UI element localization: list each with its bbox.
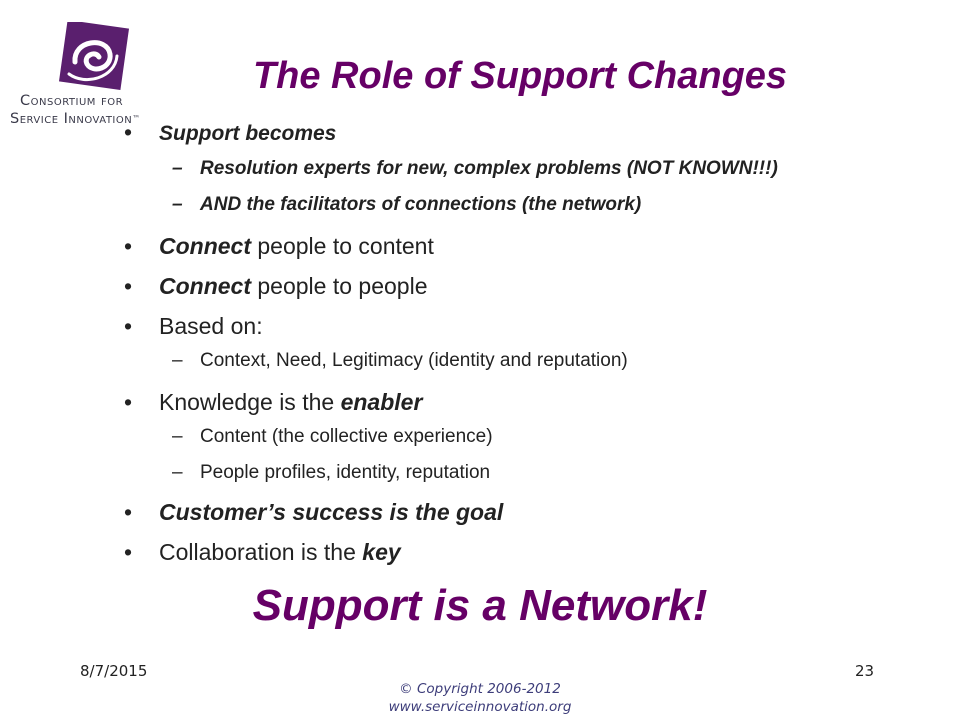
logo-line-2: Service Innovation	[10, 111, 133, 127]
logo-wordmark: Consortium for Service Innovation™	[10, 92, 180, 128]
bullet-emphasis: Connect	[159, 233, 251, 259]
bullet-item: • Knowledge is the enabler	[124, 388, 824, 416]
sub-bullet-text: Context, Need, Legitimacy (identity and …	[200, 350, 628, 371]
logo: Consortium for Service Innovation™	[10, 18, 170, 128]
bullet-text: Customer’s success is the goal	[159, 499, 504, 525]
slide-date: 8/7/2015	[80, 662, 148, 680]
bullet-item: • Connect people to content	[124, 232, 824, 260]
bullet-item: • Based on:	[124, 312, 824, 340]
website-url: www.serviceinnovation.org	[388, 699, 572, 715]
bullet-marker: •	[124, 273, 133, 299]
bullet-item: • Connect people to people	[124, 272, 824, 300]
sub-bullet-item: – Content (the collective experience)	[124, 424, 824, 450]
copyright-text: © Copyright 2006-2012	[399, 681, 561, 697]
bullet-marker: •	[124, 389, 133, 415]
bullet-text: Collaboration is the	[159, 539, 363, 565]
bullet-list: • Support becomes – Resolution experts f…	[124, 118, 824, 578]
bullet-marker: •	[124, 539, 133, 565]
sub-bullet-text: People profiles, identity, reputation	[200, 462, 491, 483]
sub-bullet-item: – AND the facilitators of connections (t…	[124, 192, 824, 218]
sub-bullet-item: – Resolution experts for new, complex pr…	[124, 156, 824, 182]
dash-marker: –	[172, 194, 183, 215]
bullet-emphasis: Connect	[159, 273, 251, 299]
bullet-item: • Collaboration is the key	[124, 538, 824, 566]
slide-title: The Role of Support Changes	[252, 55, 788, 97]
dash-marker: –	[172, 462, 183, 483]
dash-marker: –	[172, 426, 183, 447]
bullet-item: • Support becomes	[124, 118, 824, 148]
bullet-emphasis: key	[362, 539, 401, 565]
copyright-footer: © Copyright 2006-2012 www.serviceinnovat…	[330, 680, 630, 716]
bullet-text: people to people	[251, 273, 428, 299]
sub-bullet-item: – Context, Need, Legitimacy (identity an…	[124, 348, 824, 374]
dash-marker: –	[172, 158, 183, 179]
bullet-marker: •	[124, 119, 133, 145]
bullet-marker: •	[124, 233, 133, 259]
swirl-logo-icon	[58, 22, 129, 91]
sub-bullet-text: Content (the collective experience)	[200, 426, 493, 447]
bullet-item: • Customer’s success is the goal	[124, 498, 824, 526]
bullet-text: people to content	[251, 233, 434, 259]
bullet-text: Based on:	[159, 313, 263, 339]
sub-bullet-text: AND the facilitators of connections (the…	[200, 194, 642, 215]
sub-bullet-item: – People profiles, identity, reputation	[124, 460, 824, 486]
sub-bullet-text: Resolution experts for new, complex prob…	[200, 158, 778, 179]
logo-trademark: ™	[132, 114, 141, 123]
slide-number: 23	[855, 662, 875, 680]
dash-marker: –	[172, 350, 183, 371]
tagline: Support is a Network!	[252, 581, 708, 630]
logo-line-1: Consortium for	[20, 93, 124, 109]
bullet-text: Knowledge is the	[159, 389, 341, 415]
bullet-emphasis: enabler	[340, 389, 423, 415]
bullet-text: Support becomes	[159, 122, 337, 145]
bullet-marker: •	[124, 499, 133, 525]
bullet-marker: •	[124, 313, 133, 339]
